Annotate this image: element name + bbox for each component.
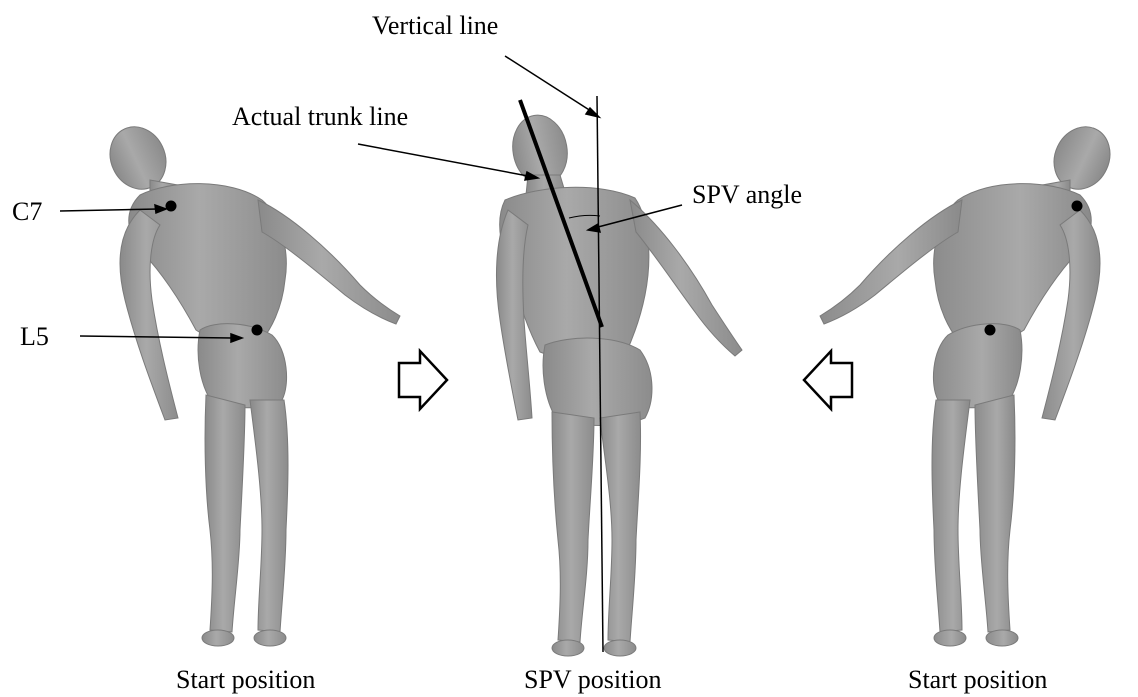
hollow-left-arrow-icon: [804, 351, 852, 409]
right-human-figure: [820, 118, 1120, 646]
caption-right-start-position: Start position: [908, 667, 1047, 693]
hollow-right-arrow-icon: [399, 351, 447, 409]
vertical-line-pointer: [505, 56, 594, 113]
spv-angle-label: SPV angle: [692, 182, 802, 208]
l5-label: L5: [20, 324, 49, 350]
vertical-line-label: Vertical line: [372, 13, 498, 39]
l5-marker-left: [252, 325, 263, 336]
caption-left-start-position: Start position: [176, 667, 315, 693]
l5-marker-right: [985, 325, 996, 336]
actual-trunk-line-label: Actual trunk line: [232, 104, 408, 130]
c7-marker-right: [1072, 201, 1083, 212]
c7-label: C7: [12, 199, 42, 225]
left-human-figure: [100, 118, 400, 646]
caption-center-spv-position: SPV position: [524, 667, 662, 693]
c7-marker-left: [166, 201, 177, 212]
trunk-line-pointer: [358, 144, 528, 176]
